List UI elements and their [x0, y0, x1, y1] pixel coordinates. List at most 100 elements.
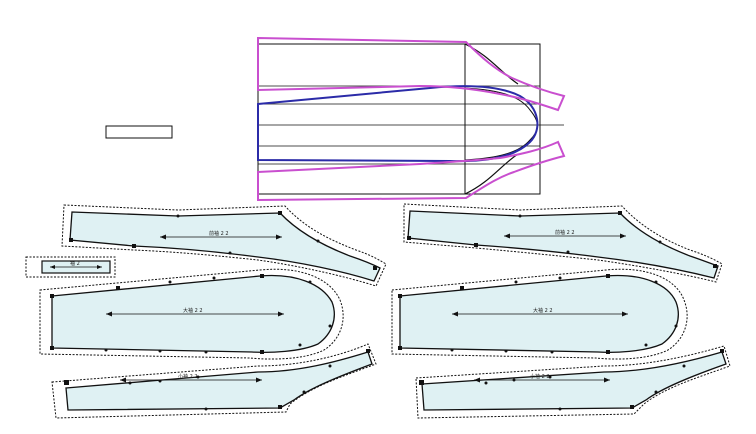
grainline-arrow-right	[604, 377, 610, 383]
left-main-sleeve: 大袖 2 2	[39, 268, 344, 360]
seam-allowance	[403, 203, 723, 283]
mark-point	[196, 375, 200, 379]
draft-magenta-top-sleeve	[257, 36, 566, 112]
mark-point	[308, 280, 312, 284]
draft-diagram	[257, 36, 566, 202]
mark-point	[204, 407, 208, 411]
notch	[373, 266, 377, 270]
mark-point	[674, 324, 678, 328]
right-main-sleeve: 大袖 2 2	[391, 268, 688, 360]
mark-point	[654, 280, 658, 284]
piece-label: 前袖 2 2	[209, 230, 229, 237]
seam-allowance	[61, 204, 387, 287]
mark-point	[158, 379, 162, 383]
mark-point	[518, 214, 522, 218]
grainline-arrow-right	[256, 377, 262, 383]
draft-black-cap-bottom	[464, 153, 519, 195]
piece-label: 大袖 2 2	[183, 307, 203, 314]
grainline-arrow-right	[622, 311, 628, 317]
notch	[260, 350, 264, 354]
mark-point	[298, 343, 302, 347]
notch	[398, 346, 402, 350]
mark-point	[158, 349, 162, 353]
draft-black-cap-mid	[464, 87, 538, 161]
notch	[50, 294, 54, 298]
mark-point	[328, 364, 332, 368]
grainline-arrow-right	[97, 265, 102, 269]
piece-label: 大袖 2 2	[533, 307, 553, 314]
seam-allowance	[51, 343, 377, 419]
mark-point	[316, 239, 320, 243]
notch	[606, 350, 610, 354]
piece-body	[421, 351, 727, 411]
mark-point	[204, 350, 208, 354]
notch	[419, 380, 424, 385]
mark-point	[168, 280, 172, 284]
mark-point	[176, 214, 180, 218]
grainline-arrow-right	[278, 311, 284, 317]
right-under-sleeve: 小袖 2 2	[415, 345, 731, 419]
mark-point	[104, 348, 108, 352]
mark-point	[644, 343, 648, 347]
seam-allowance	[415, 345, 731, 419]
seam-allowance	[39, 268, 344, 360]
right-upper-sleeve: 前袖 2 2	[403, 203, 723, 283]
notch	[260, 274, 264, 278]
notch	[618, 211, 622, 215]
piece-body	[69, 211, 381, 282]
notch	[720, 349, 724, 353]
pattern-pieces: 袖 2 前袖 2 2 大袖 2 2	[25, 203, 731, 419]
piece-label: 袖 2	[70, 260, 80, 267]
grainline-arrow-left	[474, 377, 480, 383]
notch	[64, 380, 69, 385]
mark-point	[212, 276, 216, 280]
mark-point	[484, 381, 488, 385]
mark-point	[514, 280, 518, 284]
draft-blue-main-sleeve	[257, 85, 539, 163]
legend-rectangle	[105, 125, 173, 139]
mark-point	[328, 324, 332, 328]
left-under-sleeve: 小袖 2 2	[51, 343, 377, 419]
notch	[407, 236, 411, 240]
small-rect-piece: 袖 2	[25, 256, 116, 278]
notch	[713, 264, 717, 268]
grainline-arrow-left	[50, 265, 55, 269]
notch	[606, 274, 610, 278]
mark-point	[682, 364, 686, 368]
mark-point	[512, 378, 516, 382]
notch	[366, 349, 370, 353]
grainline-arrow-left	[120, 377, 126, 383]
mark-point	[550, 350, 554, 354]
piece-body	[407, 210, 719, 279]
piece-body	[65, 351, 373, 411]
piece-label: 前袖 2 2	[555, 229, 575, 236]
notch	[50, 346, 54, 350]
mark-point	[654, 390, 658, 394]
mark-point	[450, 348, 454, 352]
notch	[69, 238, 73, 242]
notch	[460, 286, 464, 290]
grainline-arrow-left	[452, 311, 458, 317]
mark-point	[566, 250, 570, 254]
notch	[278, 405, 282, 409]
mark-point	[658, 240, 662, 244]
mark-point	[504, 349, 508, 353]
draft-magenta-bottom-sleeve	[257, 140, 566, 202]
piece-label: 小袖 2 2	[178, 373, 198, 380]
mark-point	[558, 407, 562, 411]
notch	[630, 405, 634, 409]
grainline-arrow-right	[620, 233, 626, 239]
piece-label: 小袖 2 2	[530, 373, 550, 380]
grainline-arrow-left	[160, 234, 166, 240]
grainline-arrow-right	[276, 234, 282, 240]
notch	[474, 243, 478, 247]
mark-point	[548, 375, 552, 379]
seam-allowance	[25, 256, 116, 278]
mark-point	[302, 390, 306, 394]
seam-allowance	[391, 268, 688, 360]
notch	[116, 286, 120, 290]
notch	[278, 211, 282, 215]
mark-point	[128, 381, 132, 385]
mark-point	[558, 276, 562, 280]
